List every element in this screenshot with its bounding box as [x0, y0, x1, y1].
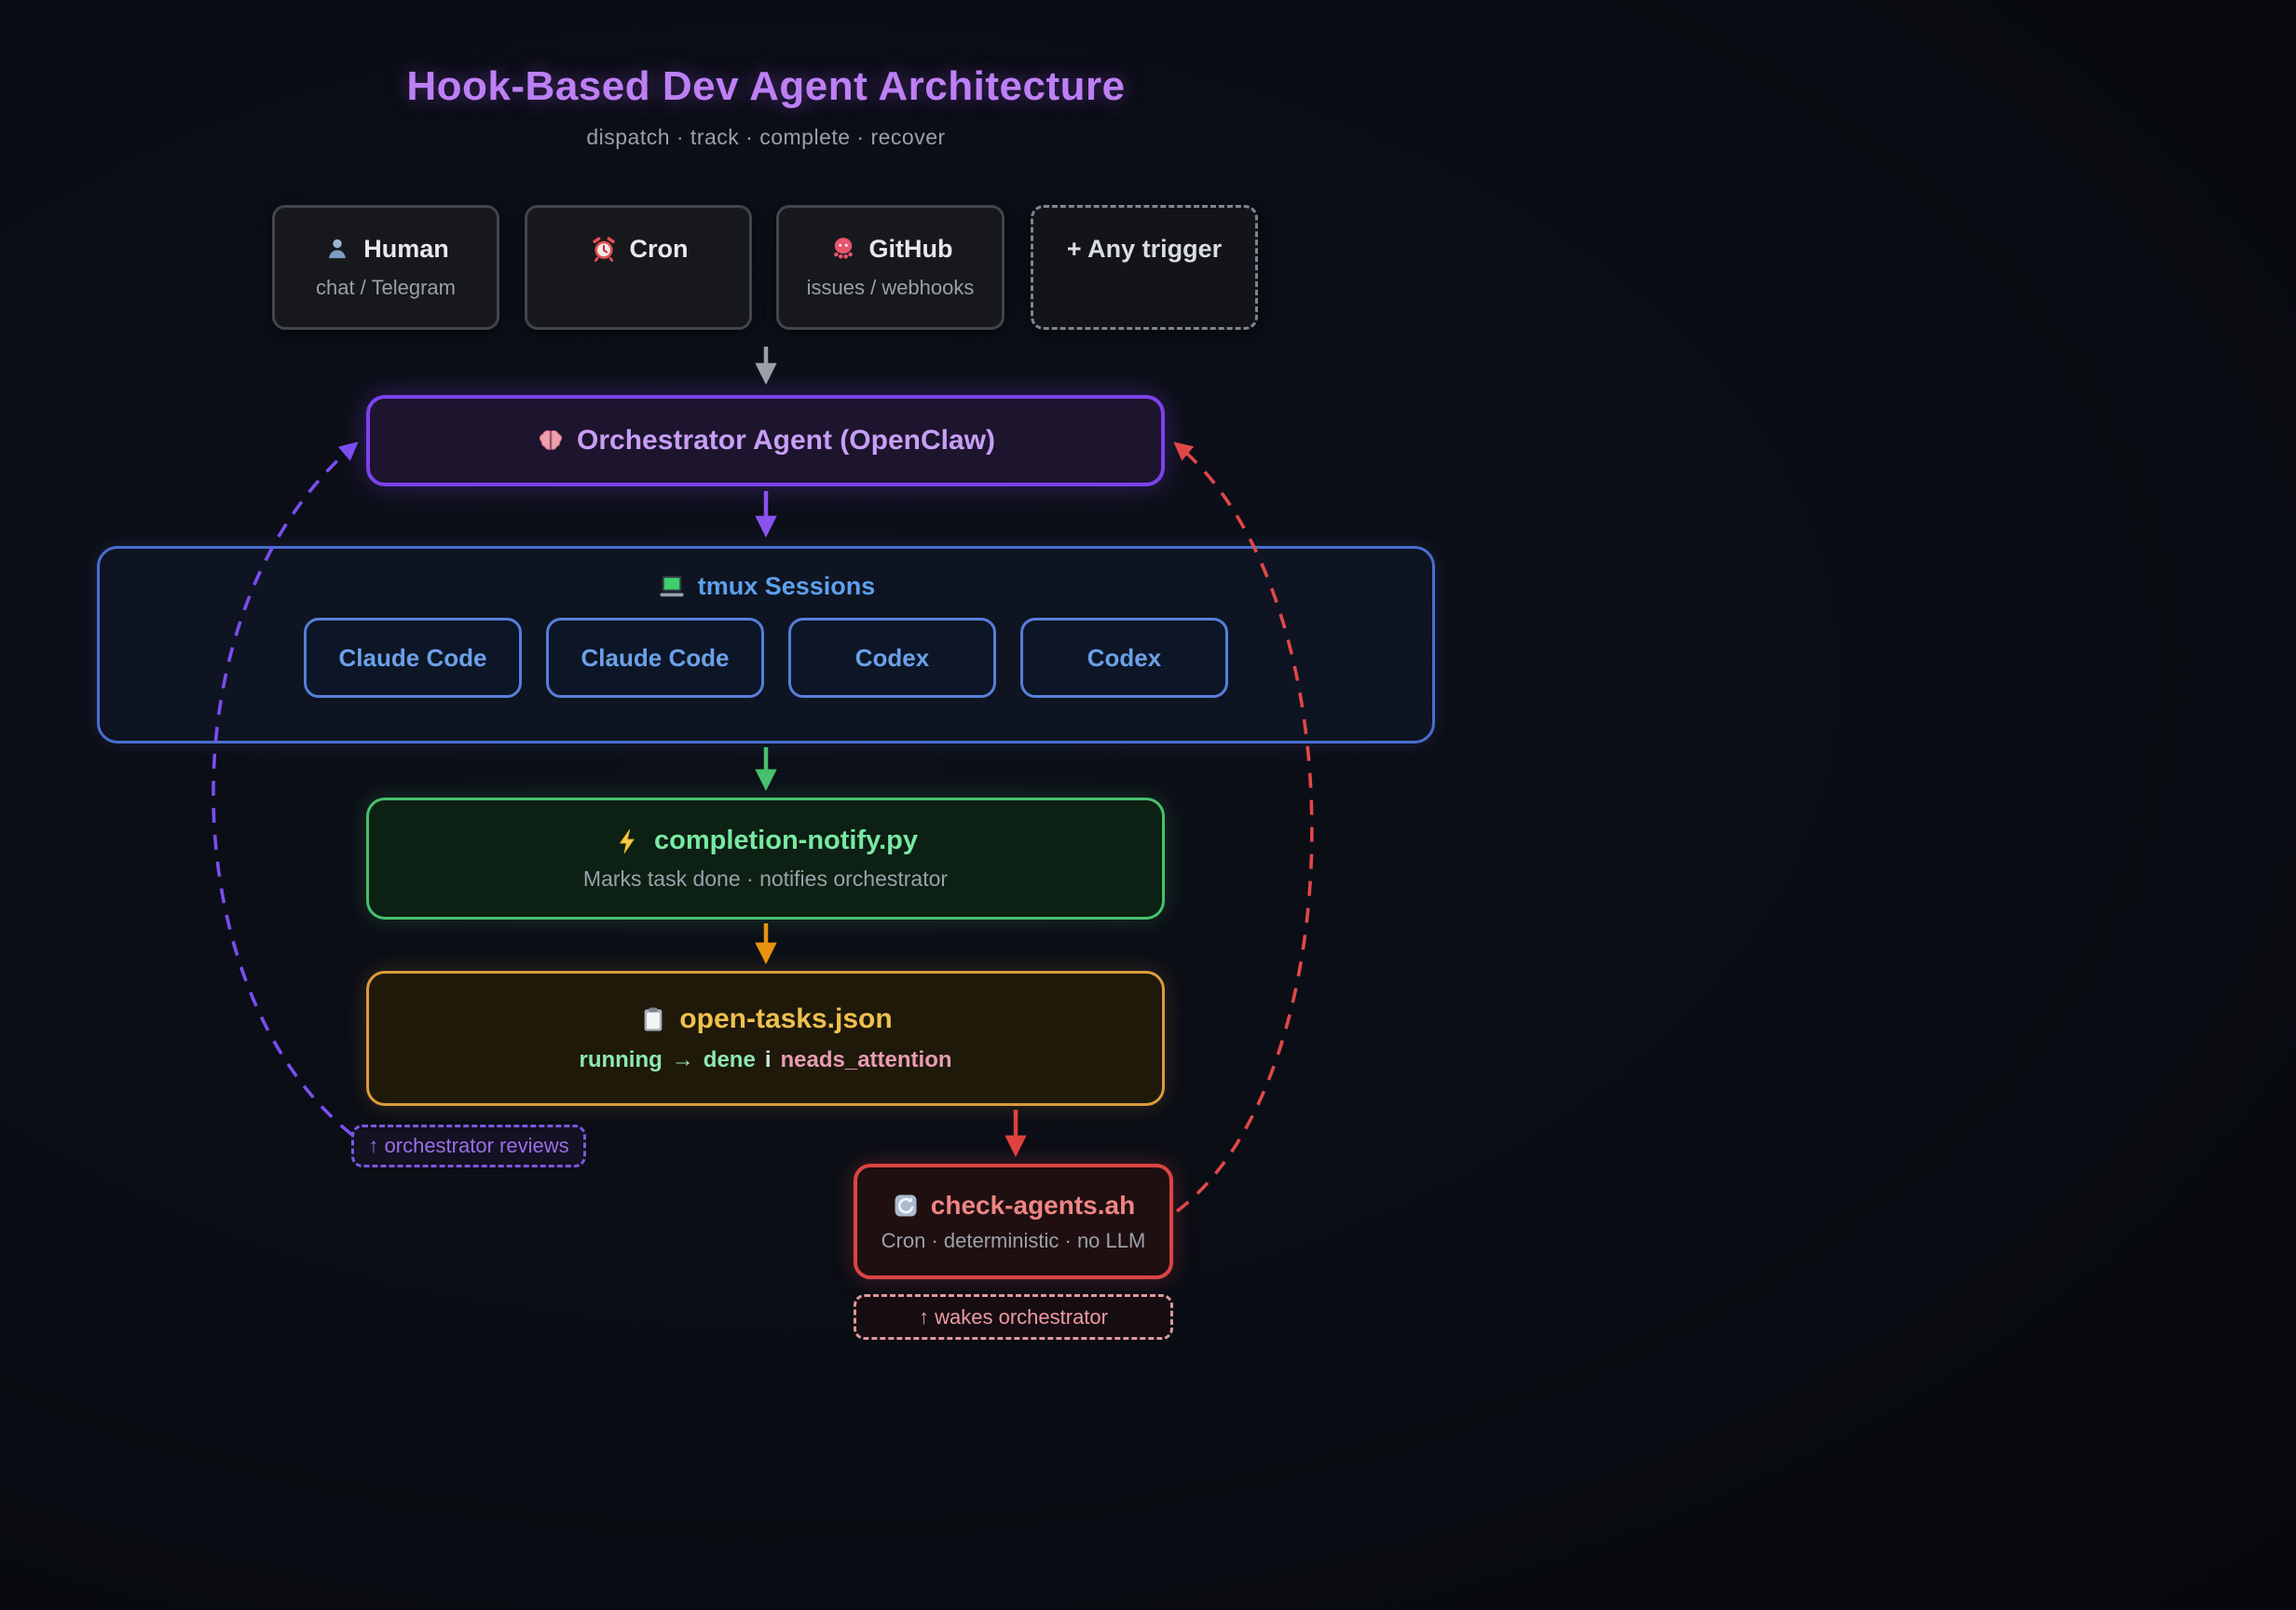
page-title: Hook-Based Dev Agent Architecture: [406, 63, 1126, 109]
trigger-human: Human chat / Telegram: [272, 205, 499, 330]
trigger-sublabel: chat / Telegram: [315, 276, 456, 299]
status-needs-attention: neads_attention: [780, 1047, 952, 1072]
orchestrator-label: Orchestrator Agent (OpenClaw): [577, 425, 995, 456]
clipboard-icon: [638, 1004, 668, 1034]
trigger-label: Human: [363, 235, 449, 263]
check-agents-sublabel: Cron · deterministic · no LLM: [881, 1228, 1146, 1252]
status-separator: i: [764, 1047, 772, 1072]
session-row: Claude Code Claude Code Codex Codex: [304, 618, 1228, 698]
session-node-codex-2: Codex: [1020, 618, 1228, 698]
completion-notify-node: completion-notify.py Marks task done · n…: [366, 798, 1165, 920]
trigger-sublabel: issues / webhooks: [806, 276, 975, 299]
trigger-label: + Any trigger: [1066, 235, 1223, 263]
open-tasks-title: open-tasks.json: [679, 1003, 893, 1034]
tmux-title: tmux Sessions: [697, 571, 876, 600]
octopus-icon: [828, 234, 858, 264]
task-status-line: running → dene i neads_attention: [579, 1047, 951, 1073]
wakes-orchestrator-label: ↑ wakes orchestrator: [854, 1294, 1173, 1340]
check-agents-title: check-agents.ah: [930, 1190, 1136, 1220]
session-node-claude-1: Claude Code: [304, 618, 522, 698]
lightning-icon: [613, 826, 643, 856]
trigger-label: Cron: [629, 235, 689, 263]
trigger-cron: Cron: [525, 205, 752, 330]
session-node-codex-1: Codex: [788, 618, 996, 698]
refresh-icon: [892, 1192, 920, 1220]
alarm-clock-icon: [589, 234, 619, 264]
brain-icon: [536, 426, 566, 456]
completion-title: completion-notify.py: [653, 825, 918, 855]
check-agents-node: check-agents.ah Cron · deterministic · n…: [854, 1164, 1173, 1279]
completion-sublabel: Marks task done · notifies orchestrator: [582, 866, 949, 891]
trigger-label: GitHub: [868, 235, 953, 263]
status-done: dene: [703, 1047, 756, 1072]
trigger-github: GitHub issues / webhooks: [776, 205, 1004, 330]
status-running: running: [579, 1047, 663, 1072]
page-subtitle: dispatch · track · complete · recover: [586, 125, 946, 149]
orchestrator-node: Orchestrator Agent (OpenClaw): [366, 395, 1165, 486]
trigger-any: + Any trigger: [1031, 205, 1258, 330]
tmux-sessions-container: tmux Sessions Claude Code Claude Code Co…: [97, 546, 1435, 744]
orchestrator-reviews-label: ↑ orchestrator reviews: [351, 1125, 586, 1167]
session-node-claude-2: Claude Code: [546, 618, 764, 698]
status-arrow: →: [671, 1047, 694, 1072]
terminal-icon: [657, 571, 687, 601]
person-icon: [322, 234, 352, 264]
open-tasks-node: open-tasks.json running → dene i neads_a…: [366, 971, 1165, 1106]
